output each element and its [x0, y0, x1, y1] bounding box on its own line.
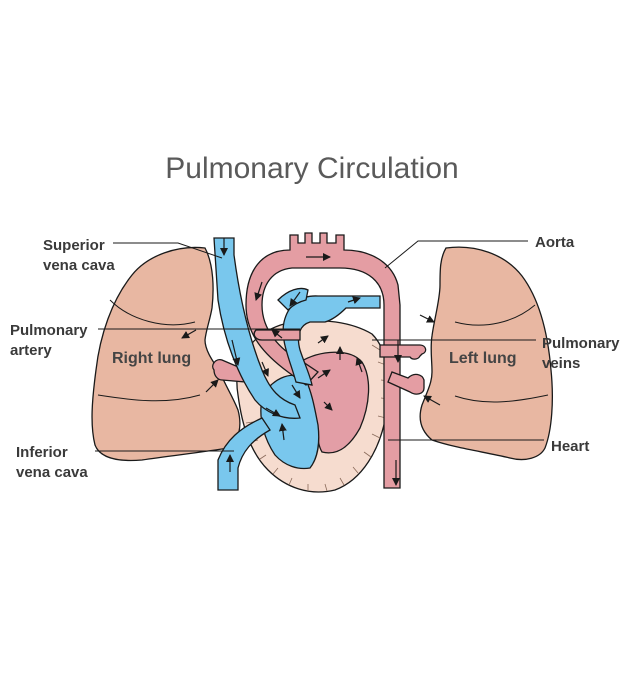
flow-arrows — [181, 238, 441, 486]
pulmonary-veins-vessels — [212, 329, 427, 395]
right-lung — [91, 246, 241, 462]
diagram-title: Pulmonary Circulation — [165, 152, 458, 185]
label-superior-vena-cava: Superior vena cava — [43, 237, 115, 274]
label-heart: Heart — [551, 438, 589, 455]
label-right-lung: Right lung — [112, 350, 191, 367]
label-aorta: Aorta — [535, 234, 575, 251]
label-left-lung: Left lung — [449, 350, 517, 367]
label-inferior-vena-cava: Inferior vena cava — [16, 444, 88, 481]
aorta-vessel — [245, 232, 401, 489]
left-lung — [419, 246, 553, 461]
label-pulmonary-veins: Pulmonary veins — [542, 335, 624, 372]
label-pulmonary-artery: Pulmonary artery — [10, 322, 92, 359]
leader-lines — [95, 240, 544, 452]
